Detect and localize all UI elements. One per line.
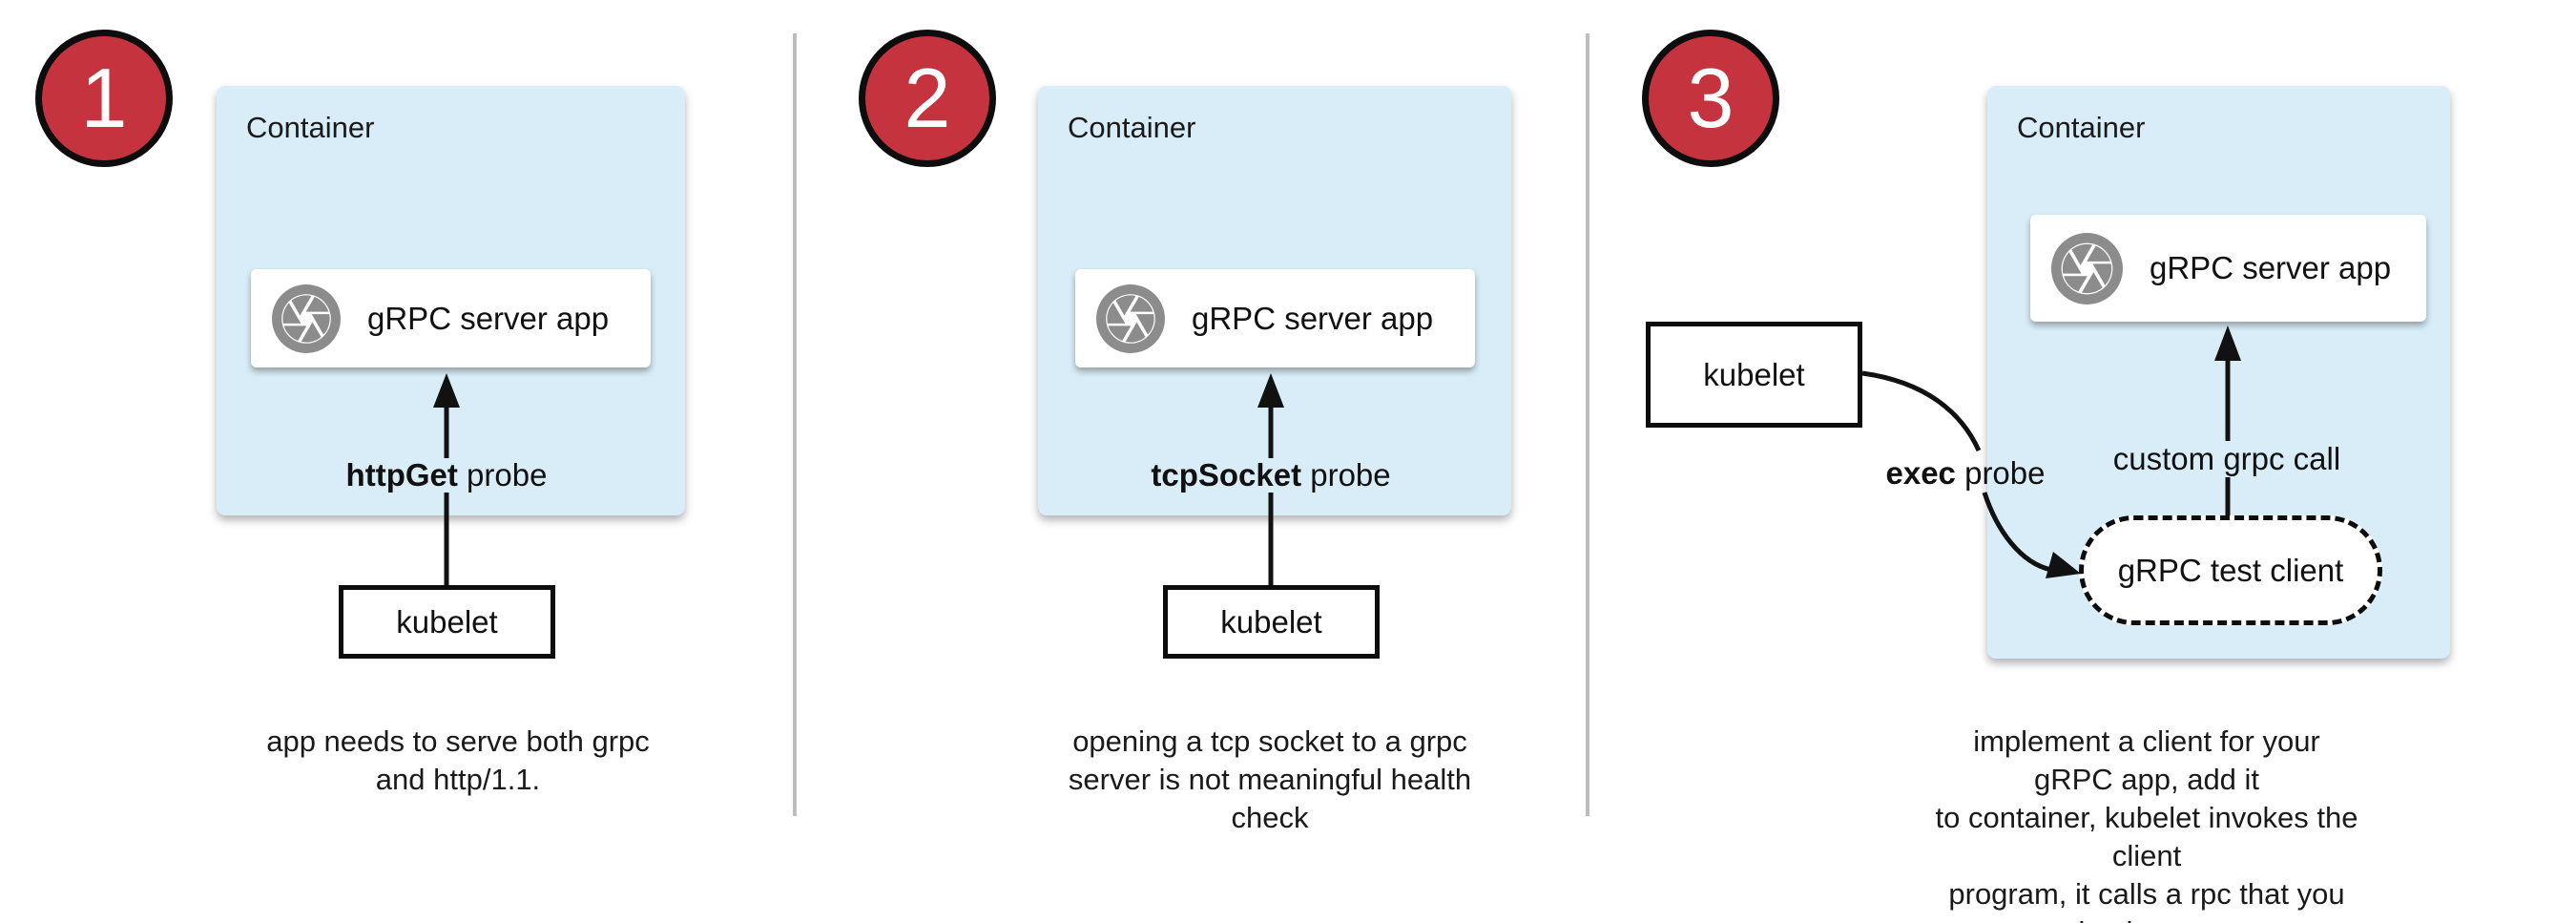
panel3-kubelet-box: kubelet xyxy=(1646,322,1862,428)
panel1-probe-label: httpGet probe xyxy=(346,458,548,493)
panel1-kubelet-box: kubelet xyxy=(339,585,555,659)
caption-line: and http/1.1. xyxy=(375,763,541,796)
panel3-custom-call-arrow xyxy=(2214,325,2241,515)
step-badge-1: 1 xyxy=(35,30,173,167)
caption-line: server is not meaningful health xyxy=(1068,763,1472,796)
kubelet-label: kubelet xyxy=(396,603,498,640)
probe-type: exec xyxy=(1885,455,1956,491)
probe-type: httpGet xyxy=(345,457,458,493)
caption-line: program, it calls a rpc that you impleme… xyxy=(1948,877,2345,923)
grpc-server-app-label: gRPC server app xyxy=(1192,300,1434,336)
aperture-icon xyxy=(1096,283,1165,353)
panel2-caption: opening a tcp socket to a grpc server is… xyxy=(1069,723,1471,837)
step-number: 2 xyxy=(904,51,951,145)
step-badge-3: 3 xyxy=(1642,30,1779,167)
panel3-container-label: Container xyxy=(2017,111,2146,144)
panel3-caption: implement a client for your gRPC app, ad… xyxy=(1932,723,2361,923)
aperture-icon xyxy=(272,283,341,353)
grpc-server-app-label: gRPC server app xyxy=(2150,250,2392,285)
grpc-test-client-label: gRPC test client xyxy=(2117,552,2344,588)
panel1-container-label: Container xyxy=(246,111,375,144)
panel2-grpc-server-card: gRPC server app xyxy=(1075,269,1475,367)
kubelet-label: kubelet xyxy=(1703,356,1805,392)
panel2-container-label: Container xyxy=(1068,111,1196,144)
panel3-exec-probe-arrow xyxy=(1861,370,2081,578)
panel2-probe-arrow xyxy=(1257,373,1284,585)
panel2-probe-label: tcpSocket probe xyxy=(1151,458,1390,493)
custom-grpc-call-label: custom grpc call xyxy=(2105,441,2349,477)
panel3-probe-label: exec probe xyxy=(1886,456,2046,491)
grpc-server-app-label: gRPC server app xyxy=(367,300,610,336)
caption-line: implement a client for your gRPC app, ad… xyxy=(1973,724,2320,796)
probe-word: probe xyxy=(457,457,548,493)
kubelet-label: kubelet xyxy=(1220,603,1322,640)
caption-line: check xyxy=(1231,801,1309,834)
probe-word: probe xyxy=(1955,455,2046,491)
step-number: 3 xyxy=(1687,51,1735,145)
step-number: 1 xyxy=(80,51,128,145)
grpc-test-client-oval: gRPC test client xyxy=(2079,515,2382,625)
aperture-icon xyxy=(2051,232,2123,304)
caption-line: opening a tcp socket to a grpc xyxy=(1072,724,1467,758)
caption-line: app needs to serve both grpc xyxy=(266,724,650,758)
panel2-kubelet-box: kubelet xyxy=(1163,585,1380,659)
caption-line: to container, kubelet invokes the client xyxy=(1935,801,2358,872)
panel1-caption: app needs to serve both grpc and http/1.… xyxy=(266,723,650,799)
probe-type: tcpSocket xyxy=(1151,457,1302,493)
step-badge-2: 2 xyxy=(859,30,996,167)
panel3-grpc-server-card: gRPC server app xyxy=(2030,215,2426,322)
panel1-grpc-server-card: gRPC server app xyxy=(251,269,651,367)
panel1-probe-arrow xyxy=(433,373,460,585)
probe-word: probe xyxy=(1301,457,1391,493)
